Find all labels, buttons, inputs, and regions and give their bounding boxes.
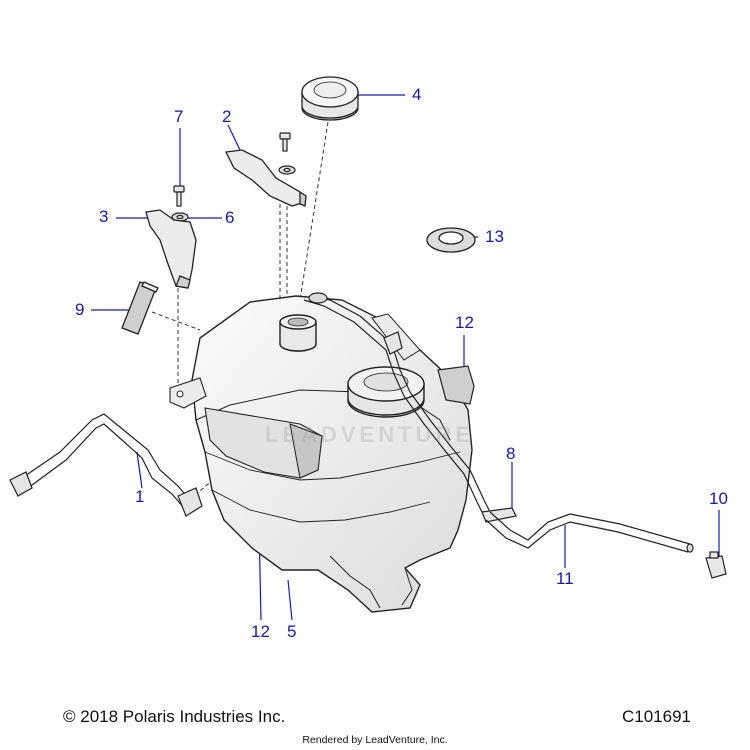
callout-7: 7 [174,107,184,126]
diagram-id: C101691 [622,707,692,726]
line-connector-part [705,551,727,579]
callout-1: 1 [135,487,145,506]
callout-12-top: 12 [455,313,474,332]
callout-13: 13 [485,227,504,246]
callout-6: 6 [225,208,235,227]
callout-4: 4 [412,85,422,104]
callout-10: 10 [709,489,728,508]
callout-9: 9 [75,300,85,319]
vent-hose-part [303,292,491,517]
fuel-line-part [485,511,694,553]
callout-5: 5 [287,622,297,641]
callout-2: 2 [222,107,232,126]
seal-ring-part [426,227,476,253]
side-bracket-part [145,209,197,289]
bolt-part [173,185,185,207]
callout-8: 8 [506,444,516,463]
copyright-text: © 2018 Polaris Industries Inc. [63,707,286,726]
callout-11: 11 [556,569,574,588]
fuel-hose-part [9,413,203,517]
watermark: LEADVENTURE [265,422,475,447]
mounting-pad-part [121,281,159,335]
upper-bracket-part [225,149,307,207]
hose-clip-part [481,507,517,523]
bracket-bolt-part [278,132,296,175]
fuel-cap-part [301,76,359,121]
render-credit: Rendered by LeadVenture, Inc. [302,734,448,746]
callout-12-bottom: 12 [251,622,270,641]
fuel-tank-part [169,295,475,613]
callout-3: 3 [99,207,109,226]
